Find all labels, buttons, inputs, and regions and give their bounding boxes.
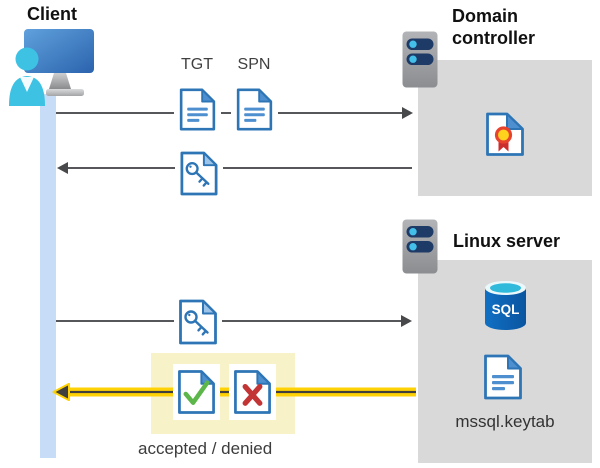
ticket-present-arrow-line [56, 320, 402, 322]
tgt-document-icon [174, 84, 221, 135]
keytab-filename-label: mssql.keytab [455, 412, 555, 431]
client-label: Client [27, 4, 78, 24]
client-icon [6, 26, 98, 106]
tgt-label: TGT [181, 56, 213, 73]
certificate-document-icon [485, 112, 525, 157]
sql-database-icon: SQL [483, 280, 528, 332]
request-arrow-head-tgt-spn [402, 107, 413, 119]
denied-document-icon [229, 364, 276, 420]
key-document-icon-present [174, 295, 222, 349]
linux-server-icon [402, 219, 438, 274]
request-arrow-line-tgt-spn [56, 112, 403, 114]
client-lifeline [40, 94, 56, 458]
ticket-arrow-line [68, 167, 412, 169]
ticket-arrow-head [57, 162, 68, 174]
ticket-present-arrow-head [401, 315, 412, 327]
sql-database-text: SQL [492, 302, 520, 317]
result-caption: accepted / denied [138, 439, 273, 458]
linux-server-label: Linux server [453, 231, 561, 251]
key-document-icon-return [175, 147, 223, 200]
spn-document-icon [231, 84, 278, 135]
keytab-document-icon [483, 352, 523, 402]
spn-label: SPN [237, 56, 271, 73]
domain-controller-label: Domain controller [452, 6, 536, 48]
domain-controller-server-icon [402, 31, 438, 88]
accepted-document-icon [173, 364, 220, 420]
